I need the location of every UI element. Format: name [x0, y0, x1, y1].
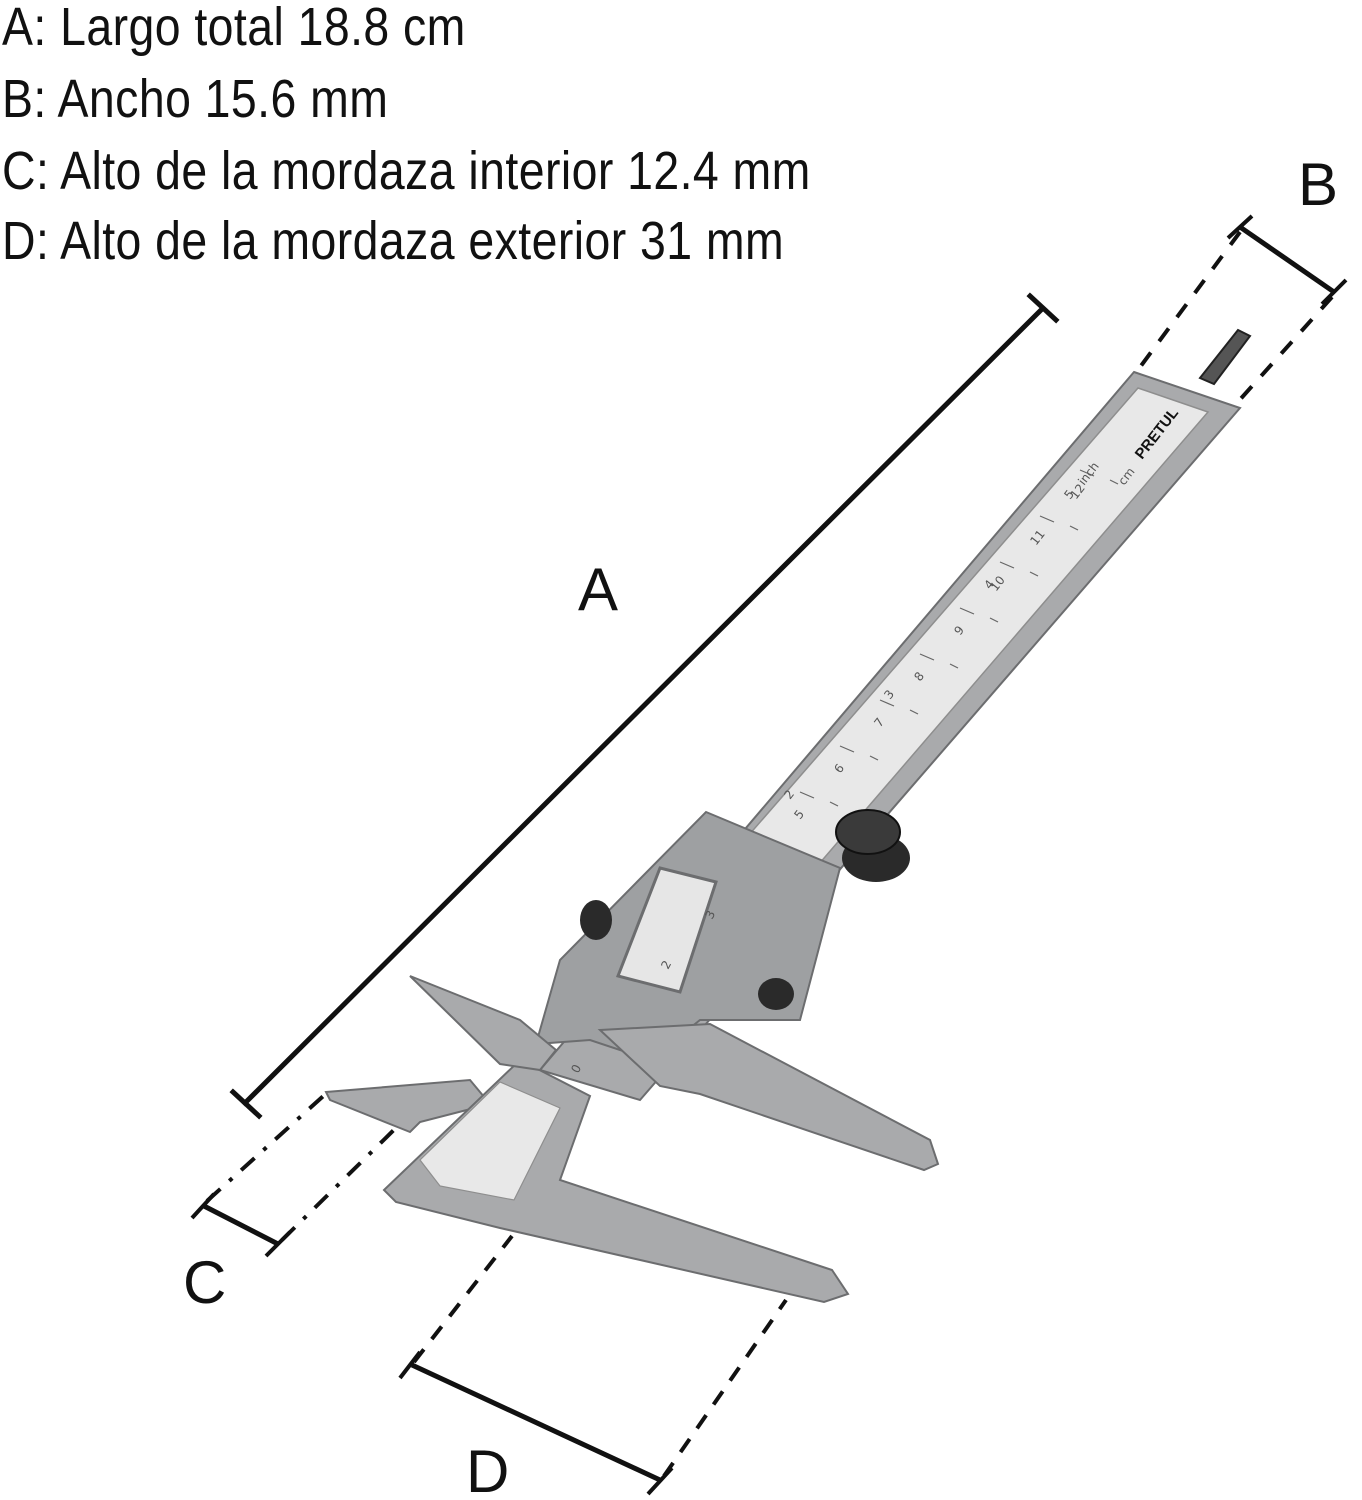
spec-line-a: A: Largo total 18.8 cm — [2, 0, 466, 57]
lock-screw-icon — [580, 900, 794, 1010]
caliper: PRETUL inch cm 5 6 7 8 9 10 11 12 2 3 4 … — [324, 328, 1252, 1304]
label-a: A — [578, 556, 618, 623]
label-c: C — [183, 1249, 226, 1316]
label-d: D — [466, 1438, 509, 1500]
depth-rod — [1198, 328, 1252, 386]
label-b: B — [1298, 151, 1338, 218]
dimension-c — [190, 1088, 406, 1258]
dimension-d — [398, 1234, 788, 1496]
scale-ticks — [799, 469, 1119, 807]
sliding-upper-jaw — [409, 975, 558, 1072]
fixed-upper-jaw — [324, 1078, 492, 1134]
sliding-lower-jaw — [597, 1022, 940, 1172]
thumb-knob-icon — [835, 809, 910, 882]
lower-scale-plate — [419, 1081, 561, 1201]
spec-line-d: D: Alto de la mordaza exterior 31 mm — [2, 211, 785, 271]
spec-line-c: C: Alto de la mordaza interior 12.4 mm — [2, 141, 811, 201]
dimension-a — [229, 292, 1060, 1120]
vernier-window — [615, 866, 718, 994]
spec-line-b: B: Ancho 15.6 mm — [2, 69, 389, 129]
dimension-b — [1130, 214, 1348, 406]
